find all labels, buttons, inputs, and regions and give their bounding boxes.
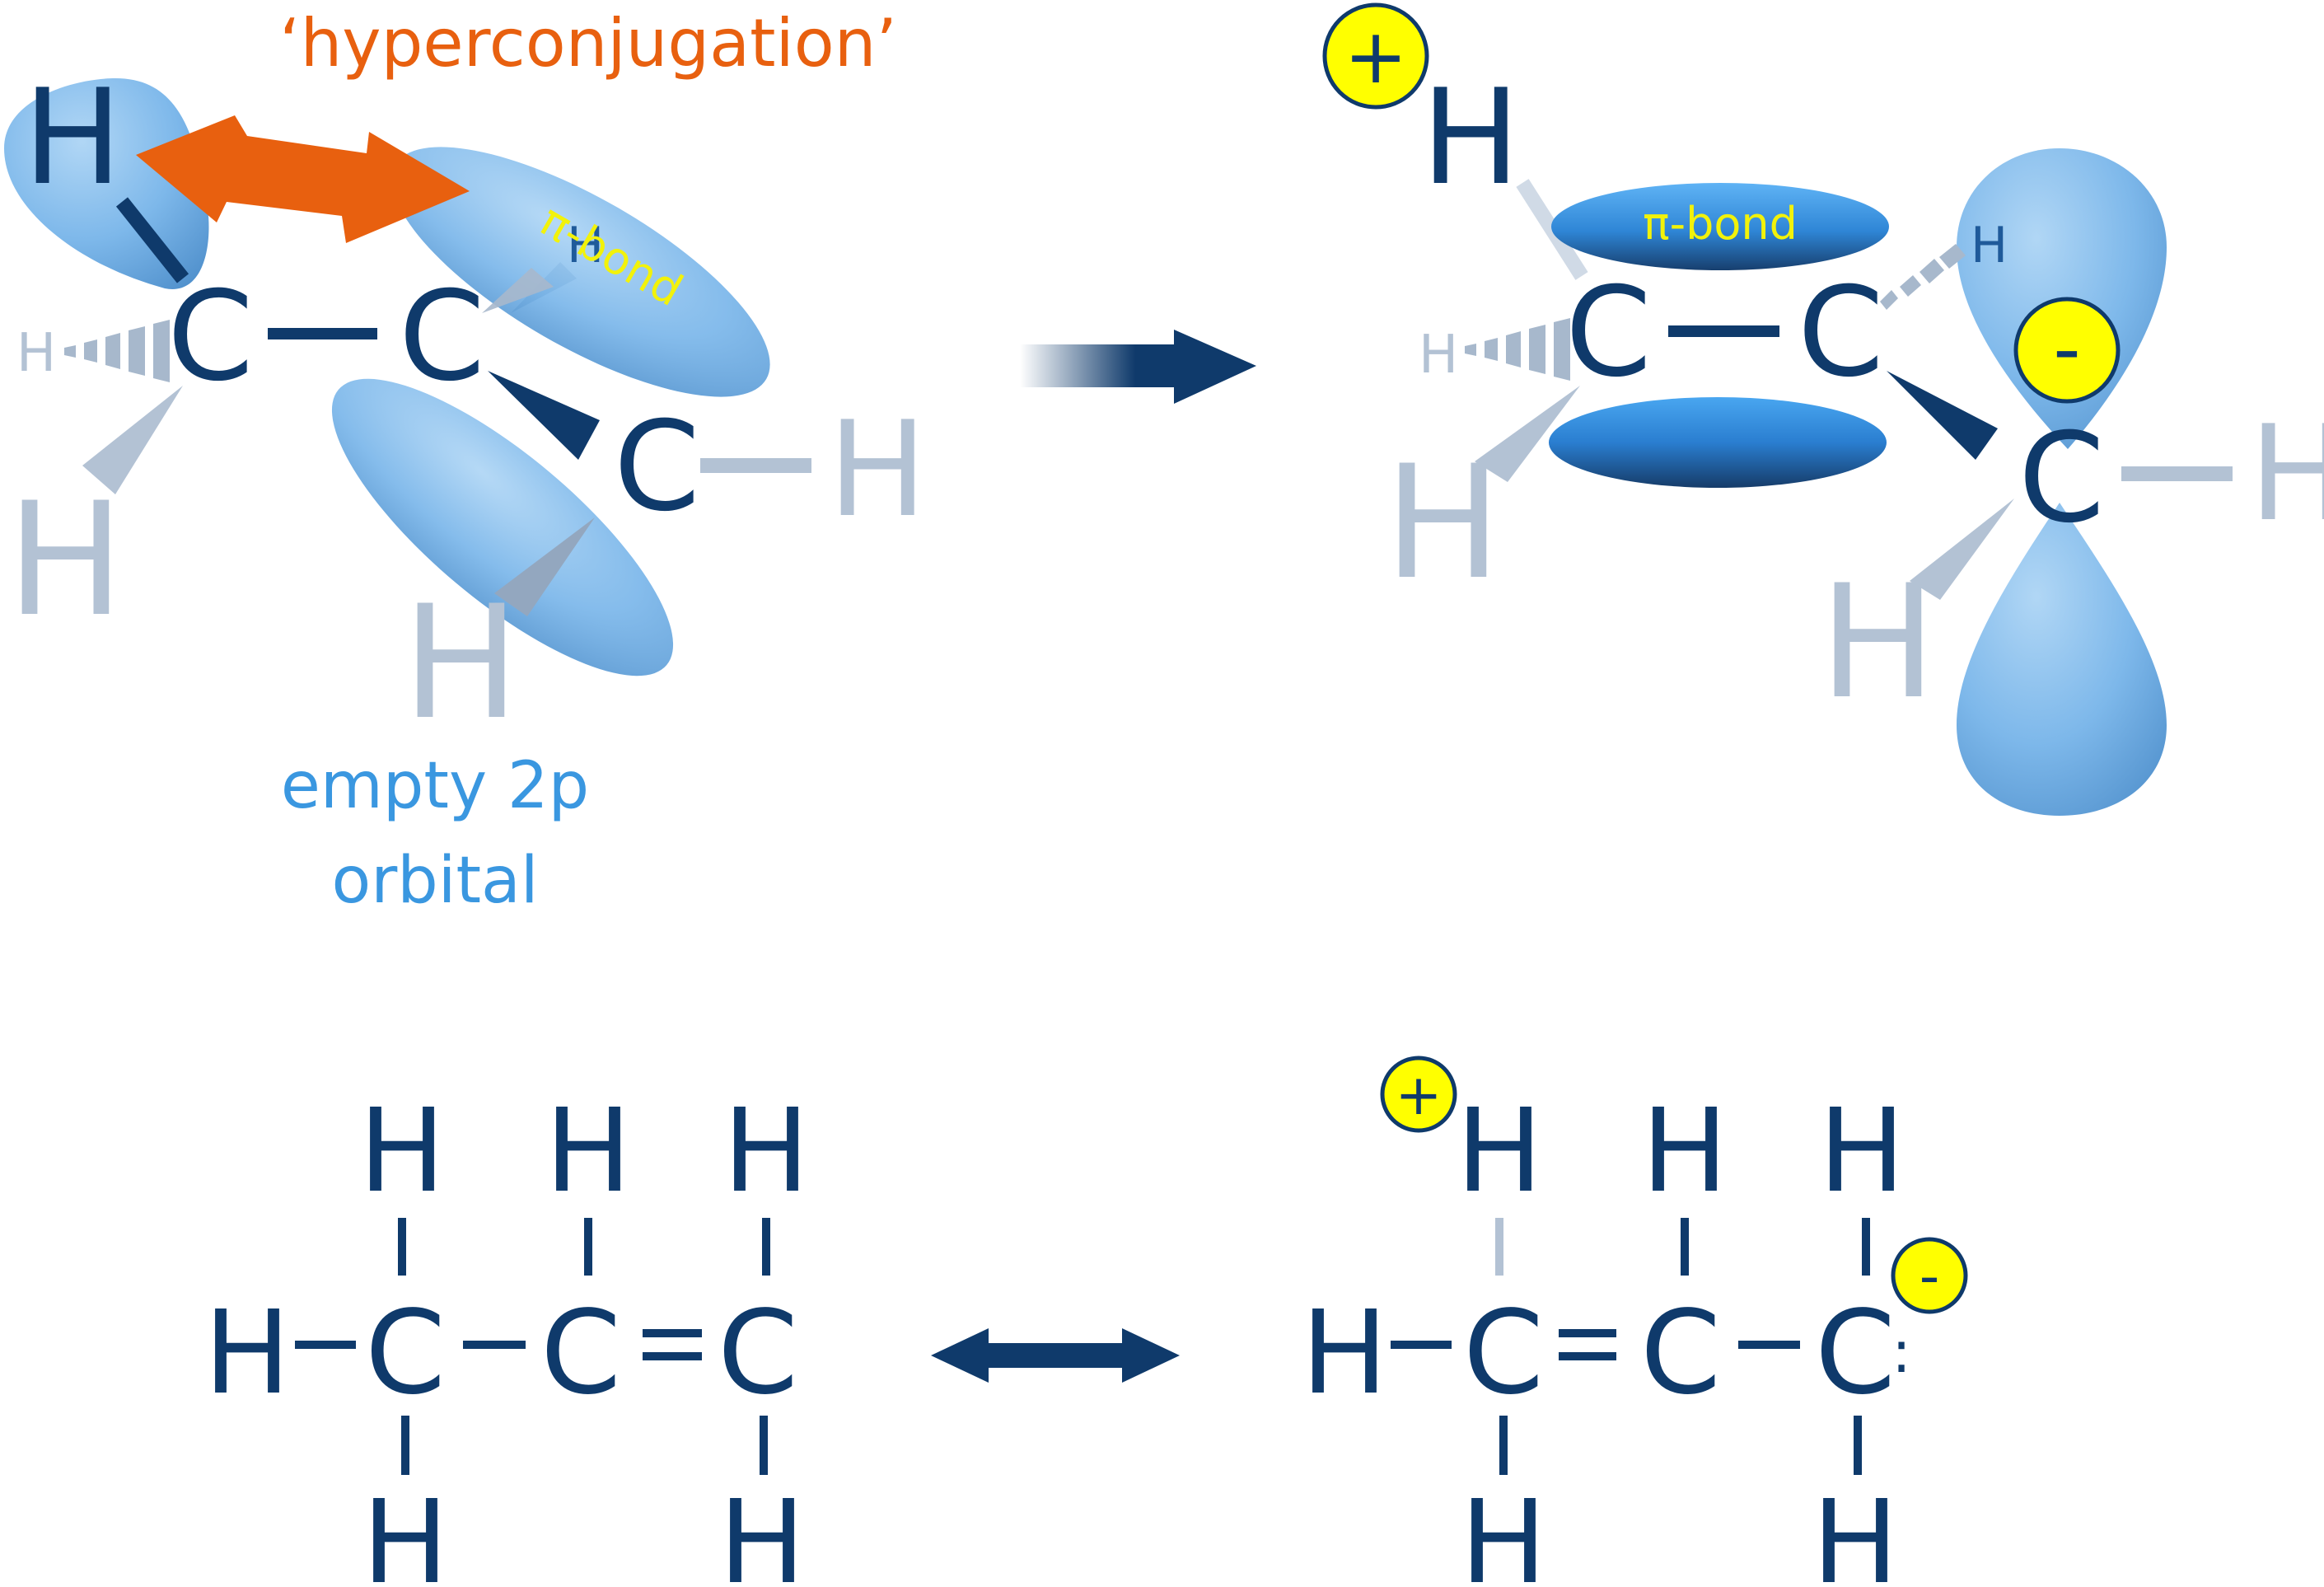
empty-2p-orbital-lobe (331, 378, 674, 676)
pi-bond-upper-lobe (1551, 183, 1889, 270)
hashed-wedge-left-r (1465, 318, 1570, 381)
atom-h-top-2-r: H (1641, 1084, 1728, 1219)
plus-charge-badge-bottom: + (1380, 1056, 1457, 1133)
atom-h-left-r2: H (1301, 1286, 1387, 1421)
top-left-panel: H H H H H C C C (4, 5, 927, 918)
empty-orbital-label-line1: empty 2p (281, 749, 589, 823)
atom-h-right: H (828, 392, 927, 546)
atom-c-left-r: C (1565, 261, 1652, 405)
atom-h-bottom-1: H (362, 1476, 448, 1587)
propene-structure: H H H H C C C H H (203, 1084, 809, 1587)
atom-h-bottom-3-r: H (1812, 1476, 1898, 1587)
wedge-bottom-right-r (1910, 499, 2014, 600)
bond-c-h-upper (115, 197, 189, 283)
faded-hydrogens: H H H H (7, 323, 927, 754)
atom-h-small-top: H (567, 217, 604, 274)
atom-h-top-1: H (358, 1084, 445, 1219)
atom-h-upper-dark: H (23, 60, 122, 214)
wedge-c-c-dark (488, 371, 600, 460)
minus-charge-badge-top: - (2013, 297, 2121, 404)
atom-h-bottom-left: H (7, 469, 124, 651)
pi-bond-lobe-left (391, 147, 770, 397)
empty-orbital-label-line2: orbital (331, 844, 538, 918)
atom-h-bottom-3: H (718, 1476, 805, 1587)
wedge-bottom-left-r (1475, 386, 1580, 482)
atom-c-2-r: C (1640, 1286, 1721, 1421)
top-right-panel: H H H H H C C C H π-bo (1322, 2, 2324, 816)
atom-c-left: C (167, 265, 254, 409)
atom-h-top-1-r: H (1456, 1084, 1542, 1219)
wedge-bottom-left (82, 386, 183, 494)
reaction-arrow (1020, 330, 1256, 404)
atom-c-right: C (614, 396, 700, 539)
hyperconjugation-label: ‘hyperconjugation’ (279, 5, 897, 82)
atom-h-left-small-r: H (1419, 325, 1458, 386)
atom-h-top-3: H (722, 1084, 809, 1219)
lone-pair: : (1891, 1318, 1911, 1386)
atom-h-left-small: H (16, 323, 56, 384)
atom-c-right-r: C (2018, 407, 2105, 550)
atom-c-3-r: C (1815, 1286, 1896, 1421)
minus-charge-badge-bottom: - (1891, 1237, 1968, 1314)
atom-h-top-2: H (545, 1084, 631, 1219)
p-orbital-lower-lobe (1957, 503, 2167, 816)
pi-bond-lower-lobe (1549, 397, 1887, 488)
atom-c-middle-r: C (1798, 261, 1884, 405)
atom-c-middle: C (399, 265, 485, 409)
atom-c-1-r: C (1463, 1286, 1544, 1421)
svg-text:+: + (1344, 12, 1407, 101)
resonance-structure: + H H H H C C C : - H H (1301, 1056, 1968, 1587)
hashed-wedge-right-r (1880, 244, 1966, 310)
atom-h-far-right-r: H (2249, 396, 2324, 550)
wedge-faded-right-upper (482, 268, 554, 313)
atom-c-3: C (718, 1286, 798, 1421)
atom-h-small-top-r: H (1971, 217, 2008, 274)
svg-text:+: + (1396, 1063, 1443, 1128)
wedge-c-c-dark-r (1887, 371, 1998, 460)
atom-c-1: C (365, 1286, 446, 1421)
atom-h-bottom-1-r: H (1460, 1476, 1546, 1587)
hyperconjugation-arrow (136, 115, 470, 243)
atom-c-2: C (540, 1286, 621, 1421)
svg-text:-: - (1920, 1244, 1940, 1309)
pi-bond-label-right: π-bond (1643, 198, 1798, 250)
atom-h-bottom-middle: H (402, 572, 520, 754)
atom-h-top-r: H (1421, 60, 1520, 214)
atom-h-top-3-r: H (1818, 1084, 1905, 1219)
hashed-wedge-left (64, 320, 170, 382)
resonance-arrow (931, 1328, 1180, 1383)
wedge-bottom-middle (494, 517, 595, 616)
plus-charge-badge-top: + (1322, 2, 1429, 110)
atom-h-left: H (203, 1286, 290, 1421)
svg-text:-: - (2053, 305, 2080, 393)
